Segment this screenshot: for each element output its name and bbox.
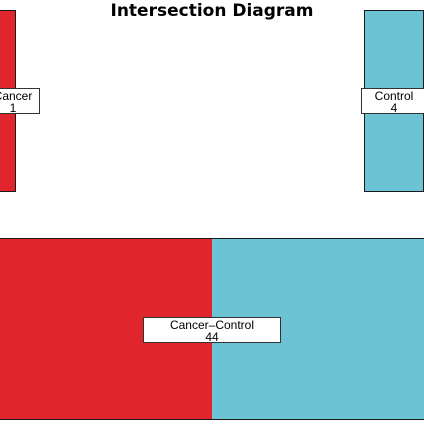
control-only-label: Control 4 — [361, 88, 424, 114]
cancer-only-name: Cancer — [0, 89, 33, 103]
cancer-only-label: Cancer 1 — [0, 88, 40, 114]
cancer-only-count: 1 — [9, 101, 17, 115]
intersection-name: Cancer–Control — [169, 318, 255, 332]
intersection-label: Cancer–Control 44 — [143, 317, 281, 343]
diagram-title: Intersection Diagram — [110, 1, 314, 21]
intersection-count: 44 — [205, 330, 219, 344]
control-only-count: 4 — [390, 101, 398, 115]
control-only-name: Control — [374, 89, 414, 103]
